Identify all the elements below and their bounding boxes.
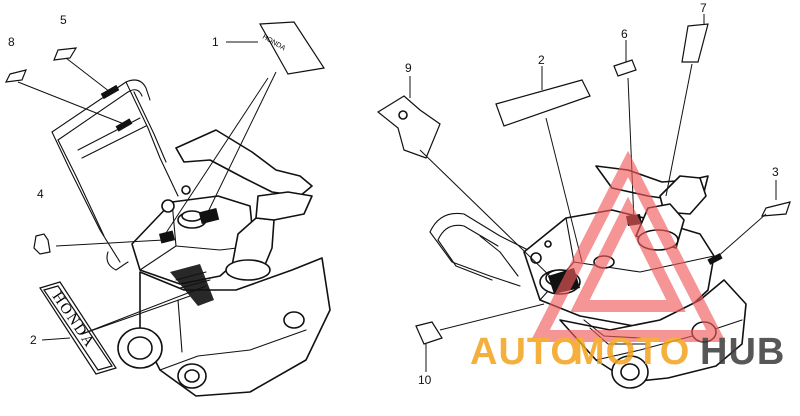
decal-4 — [33, 233, 51, 255]
callout-8: 8 — [8, 35, 15, 49]
callout-6: 6 — [621, 27, 628, 41]
watermark-hub: HUB — [700, 331, 785, 373]
callout-5: 5 — [60, 13, 67, 27]
decal-1-honda: HONDA — [259, 21, 326, 75]
decal-2-honda-strip: HONDA — [39, 281, 117, 375]
decal-3 — [760, 201, 791, 217]
leader-lines — [17, 14, 777, 372]
decal-5 — [53, 47, 78, 61]
watermark: AUTO MOTO HUB — [470, 150, 785, 373]
callout-3: 3 — [772, 165, 779, 179]
decal-10 — [415, 321, 443, 345]
decal-7 — [681, 23, 709, 63]
decal-9 — [376, 95, 441, 159]
watermark-logo — [530, 150, 726, 342]
decal-6 — [613, 59, 637, 77]
callout-2-right: 2 — [538, 53, 545, 67]
watermark-moto: MOTO — [573, 331, 690, 373]
decal-2-text: HONDA — [49, 289, 98, 351]
decal-8 — [4, 69, 27, 83]
callout-10: 10 — [418, 373, 432, 387]
callout-numbers: 1 2 2 3 4 5 6 7 8 9 10 — [8, 1, 779, 387]
callout-9: 9 — [405, 61, 412, 75]
callout-4: 4 — [37, 187, 44, 201]
callout-7: 7 — [700, 1, 707, 15]
left-snowblower — [51, 79, 331, 397]
watermark-auto: AUTO — [470, 331, 581, 373]
decal-2-top — [495, 79, 591, 127]
callout-1: 1 — [212, 35, 219, 49]
callout-2-left: 2 — [30, 333, 37, 347]
